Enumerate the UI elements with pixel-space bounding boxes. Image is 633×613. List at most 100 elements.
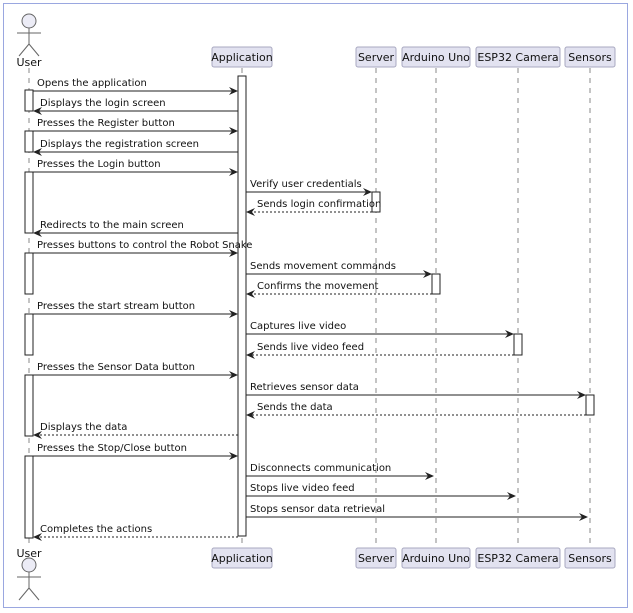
message-label: Sends movement commands: [250, 261, 396, 272]
arrowhead-icon: [246, 411, 255, 419]
participant-box: [401, 46, 471, 68]
message-label: Sends login confirmation: [257, 199, 381, 210]
arrowhead-icon: [229, 371, 238, 379]
actor-label: User: [16, 547, 42, 560]
arrowhead-icon: [229, 249, 238, 257]
message-label: Presses the Stop/Close button: [37, 443, 187, 454]
arrowhead-icon: [577, 391, 586, 399]
arrowhead-icon: [229, 168, 238, 176]
participant-app-bottom: Application: [211, 547, 273, 569]
participant-box: [564, 46, 616, 68]
arrowhead-icon: [246, 290, 255, 298]
message-label: Displays the login screen: [40, 98, 166, 109]
participants-top: User Application Server Arduino Uno ESP32 Ca…: [16, 13, 616, 69]
arrowhead-icon: [423, 270, 432, 278]
message-23: Completes the actions: [33, 524, 238, 541]
arrowhead-icon: [33, 107, 42, 115]
message-5: Presses the Login button: [33, 159, 238, 176]
message-label: Presses the Register button: [37, 118, 175, 129]
message-18: Displays the data: [33, 422, 238, 439]
arrowhead-icon: [507, 492, 516, 500]
message-label: Presses the start stream button: [37, 301, 195, 312]
message-label: Sends the data: [257, 402, 333, 413]
arrowhead-icon: [33, 148, 42, 156]
actor-user-bottom: User: [16, 547, 42, 601]
arrowhead-icon: [229, 87, 238, 95]
actor-leg-icon: [18, 587, 30, 601]
message-label: Presses the Login button: [37, 159, 161, 170]
message-label: Presses buttons to control the Robot Sna…: [37, 240, 252, 251]
activation-bar-user: [24, 171, 34, 234]
participant-sensors-bottom: Sensors: [564, 547, 616, 569]
message-4: Displays the registration screen: [33, 139, 238, 156]
message-1: Opens the application: [33, 78, 238, 95]
actor-user-top: User: [16, 13, 42, 69]
actor-head-icon: [21, 557, 37, 573]
participant-arduino-bottom: Arduino Uno: [401, 547, 471, 569]
message-label: Displays the registration screen: [40, 139, 199, 150]
message-label: Retrieves sensor data: [250, 382, 359, 393]
message-12: Presses the start stream button: [33, 301, 238, 318]
message-17: Sends the data: [246, 402, 586, 419]
participants-bottom: User Application Server Arduino Uno ESP32 Ca…: [16, 547, 616, 601]
message-2: Displays the login screen: [33, 98, 238, 115]
actor-head-icon: [21, 13, 37, 29]
participant-sensors-top: Sensors: [564, 46, 616, 68]
arrowhead-icon: [425, 472, 434, 480]
message-3: Presses the Register button: [33, 118, 238, 135]
participant-label: Application: [211, 51, 272, 64]
arrowhead-icon: [33, 533, 42, 541]
message-label: Disconnects communication: [250, 463, 391, 474]
message-label: Displays the data: [40, 422, 127, 433]
message-20: Disconnects communication: [246, 463, 434, 480]
actor-label: User: [16, 56, 42, 69]
participant-box: [211, 46, 273, 68]
activation-bar-sensors: [585, 394, 595, 416]
participant-box: [355, 46, 397, 68]
message-11: Confirms the movement: [246, 281, 432, 298]
participant-server-top: Server: [355, 46, 397, 68]
message-label: Completes the actions: [40, 524, 152, 535]
participant-app-top: Application: [211, 46, 273, 68]
message-14: Sends live video feed: [246, 342, 514, 359]
message-16: Retrieves sensor data: [246, 382, 586, 399]
participant-esp32-top: ESP32 Camera: [475, 46, 561, 68]
activation-bar-user: [24, 455, 34, 539]
activation-bar-user: [24, 130, 34, 153]
message-label: Confirms the movement: [257, 281, 379, 292]
arrowhead-icon: [33, 229, 42, 237]
arrowhead-icon: [229, 127, 238, 135]
message-label: Sends live video feed: [257, 342, 364, 353]
arrowhead-icon: [579, 513, 588, 521]
activation-bar-user: [24, 252, 34, 295]
activation-bar-app: [237, 75, 247, 537]
diagram-frame: [3, 3, 628, 608]
activation-bar-server: [371, 191, 381, 213]
activation-bar-user: [24, 313, 34, 356]
participant-label: Application: [211, 552, 272, 565]
participant-label: Arduino Uno: [402, 552, 470, 565]
message-label: Stops live video feed: [250, 483, 355, 494]
arrowhead-icon: [363, 188, 372, 196]
participant-esp32-bottom: ESP32 Camera: [475, 547, 561, 569]
activation-bar-user: [24, 374, 34, 437]
message-label: Opens the application: [37, 78, 147, 89]
arrowhead-icon: [505, 330, 514, 338]
activation-bars: [24, 75, 595, 539]
participant-label: Server: [358, 51, 395, 64]
message-label: Verify user credentials: [250, 179, 362, 190]
activation-bar-arduino: [431, 273, 441, 295]
participant-label: Arduino Uno: [402, 51, 470, 64]
actor-leg-icon: [18, 43, 30, 57]
actor-leg-icon: [28, 43, 40, 57]
message-15: Presses the Sensor Data button: [33, 362, 238, 379]
arrowhead-icon: [33, 431, 42, 439]
message-7: Sends login confirmation: [246, 199, 381, 216]
message-label: Captures live video: [250, 321, 346, 332]
participant-label: Sensors: [568, 51, 612, 64]
participant-server-bottom: Server: [355, 547, 397, 569]
participant-label: ESP32 Camera: [477, 51, 558, 64]
message-8: Redirects to the main screen: [33, 220, 238, 237]
